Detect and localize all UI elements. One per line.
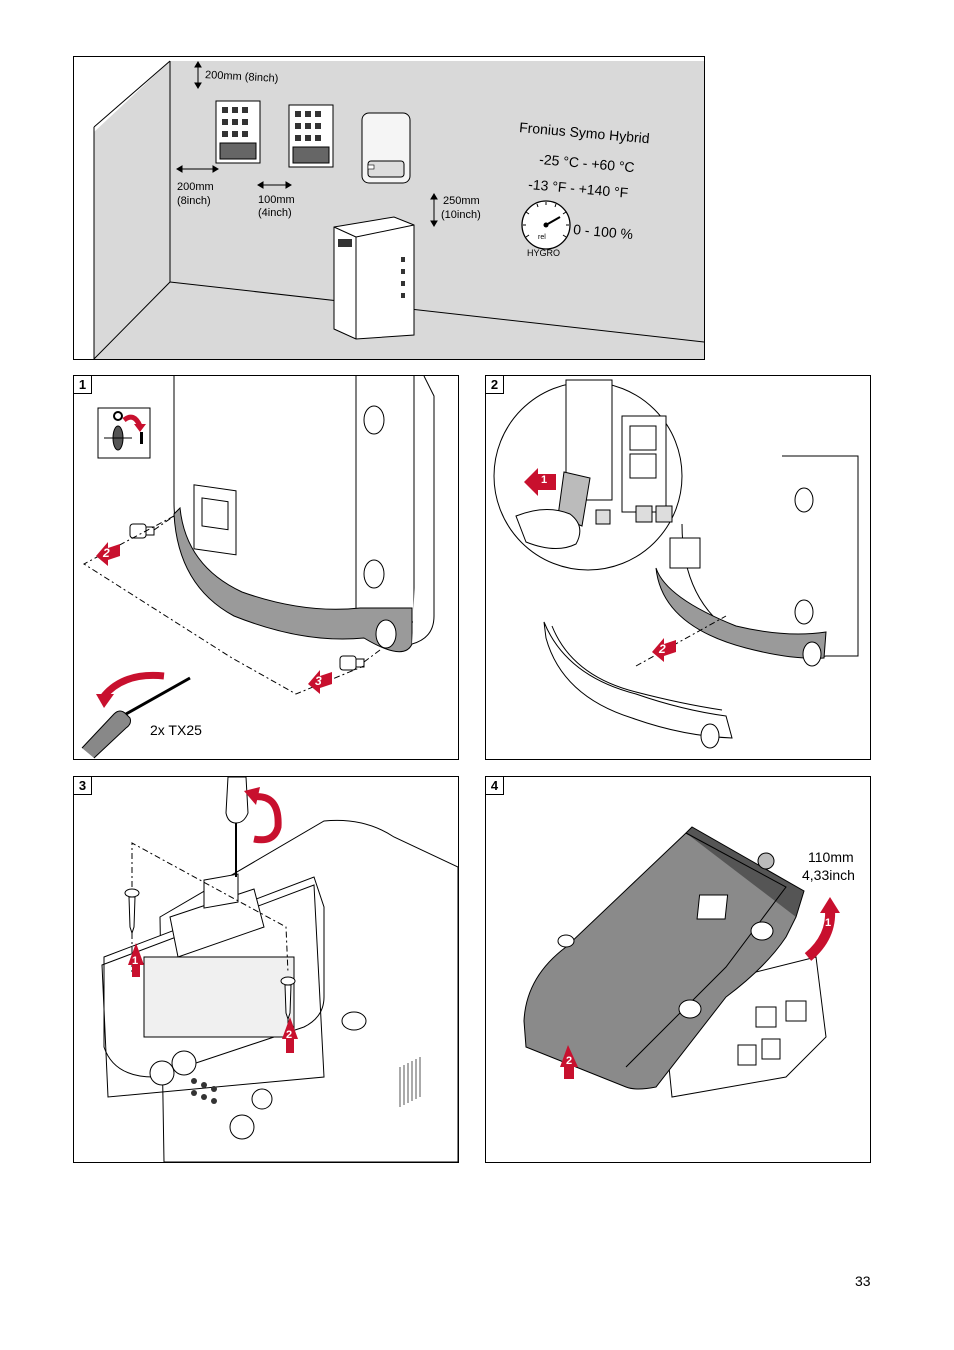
arrow-3 [308,670,332,694]
lift-distance-inch: 4,33inch [802,867,855,883]
screw-right [339,655,365,671]
wall-illustration [93,60,704,359]
dim-left-label-1: 200mm [177,181,214,193]
step-1-panel: 1 [73,375,459,760]
lift-distance-mm: 110mm [808,849,854,865]
screw-left [129,523,155,539]
step-1-number: 1 [74,376,92,394]
arrow-2-label: 2 [566,1055,573,1067]
arrow-2 [560,1045,578,1079]
step-4-number: 4 [486,777,504,795]
step-2-illustration [493,379,859,749]
tool-label: 2x TX25 [150,722,202,738]
arrow-1-label: 1 [541,474,548,486]
arrow-2-label: 2 [659,642,666,656]
guide-lines [83,515,381,695]
arrow-1 [128,943,144,977]
clearance-diagram-panel: 200mm (8inch) 200mm (8inch) 100mm (4inch… [73,56,705,360]
screw-right [280,976,296,1021]
dim-right-label-2: (10inch) [441,209,481,221]
inverter-cover-lifted [523,826,805,1090]
dimension-arrows [176,61,438,227]
step-4-panel: 4 110mm 4,33inch 1 2 [485,776,871,1163]
dc-switch-off-icon [97,407,151,459]
mounting-bracket-left [215,100,261,164]
step-2-panel: 2 [485,375,871,760]
step-3-illustration [101,777,458,1162]
dim-right-label-1: 250mm [443,195,480,207]
arrow-2 [96,542,120,566]
arrow-2 [282,1017,298,1053]
mounting-bracket-right [288,104,334,168]
arrow-2-label: 2 [103,546,110,560]
inverter-body [655,455,859,667]
step-3-panel: 3 [73,776,459,1163]
hygrometer-icon [521,200,571,250]
magnifier-detail [493,379,683,571]
inverter-open [101,819,458,1162]
dim-left-label-2: (8inch) [177,195,211,207]
screwdriver-icon [81,671,191,759]
battery-cabinet [333,216,415,340]
page-number: 33 [855,1273,871,1289]
dim-mid-label-1: 100mm [258,194,295,206]
step-3-number: 3 [74,777,92,795]
arrow-1 [804,897,840,961]
arrow-3-label: 3 [315,674,322,688]
arrow-2-label: 2 [286,1029,293,1041]
dim-mid-label-2: (4inch) [258,207,292,219]
step-1-illustration [81,376,435,759]
arrow-1-label: 1 [132,955,139,967]
arrow-2 [652,638,676,662]
hygro-label: HYGRO [527,248,561,258]
screw-left [124,888,140,935]
arrow-1-label: 1 [825,917,832,929]
bottom-cover [543,621,733,749]
inverter-body [173,376,435,653]
hygro-rel-label: rel [538,234,546,241]
step-2-number: 2 [486,376,504,394]
arrow-1 [524,468,556,496]
screwdriver-icon [225,777,282,877]
step-4-illustration [523,826,840,1098]
inverter-on-wall [361,112,411,184]
inverter-base [665,956,827,1098]
